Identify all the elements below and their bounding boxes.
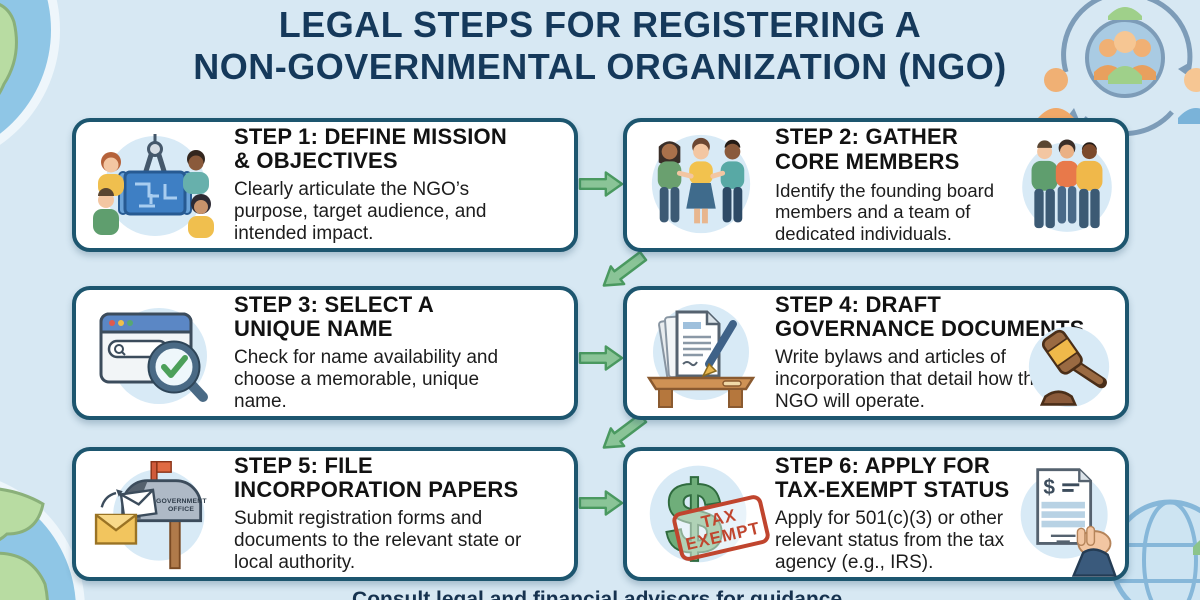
arrow-right-icon [578, 345, 624, 371]
step-description: Submit registration forms and documents … [234, 507, 522, 574]
footer-note: Consult legal and financial advisors for… [352, 588, 848, 600]
page-title: LEGAL STEPS FOR REGISTERING A NON-GOVERN… [0, 4, 1200, 89]
step-title: STEP 5: FILE INCORPORATION PAPERS [234, 452, 519, 503]
page-title-line2: NON-GOVERNMENTAL ORGANIZATION (NGO) [193, 46, 1007, 88]
documents-pen-icon [631, 292, 771, 414]
step-description: Write bylaws and articles of incorporati… [775, 346, 1045, 413]
team-group-icon [1011, 128, 1123, 253]
mailbox-label: GOVERNMENT OFFICE [156, 498, 207, 514]
people-holding-hands-icon [631, 124, 771, 246]
step-title: STEP 1: DEFINE MISSION & OBJECTIVES [234, 123, 507, 174]
browser-search-check-icon [80, 292, 230, 414]
gavel-icon [1021, 318, 1117, 419]
arrow-right-icon [578, 171, 624, 197]
step-description: Identify the founding board members and … [775, 179, 995, 244]
arrow-right-icon [578, 490, 624, 516]
step-card-3: STEP 3: SELECT A UNIQUE NAME Check for n… [72, 286, 578, 420]
arrow-down-left-icon [602, 250, 648, 287]
step-card-2: STEP 2: GATHER CORE MEMBERS Identify the… [623, 118, 1129, 252]
mailbox-icon: GOVERNMENT OFFICE [80, 453, 230, 575]
step-card-6: $ TAX EXEMPT STEP 6: APPLY FOR TAX-EXEMP… [623, 447, 1129, 581]
team-blueprint-compass-icon [80, 124, 230, 246]
step-title: STEP 6: APPLY FOR TAX-EXEMPT STATUS [775, 452, 1010, 503]
step-title: STEP 3: SELECT A UNIQUE NAME [234, 291, 434, 342]
hand-document-icon: $ [1015, 455, 1119, 582]
step-card-4: STEP 4: DRAFT GOVERNANCE DOCUMENTS Write… [623, 286, 1129, 420]
step-description: Clearly articulate the NGO’s purpose, ta… [234, 178, 487, 245]
step-card-1: STEP 1: DEFINE MISSION & OBJECTIVES Clea… [72, 118, 578, 252]
step-description: Check for name availability and choose a… [234, 346, 499, 413]
page-title-line1: LEGAL STEPS FOR REGISTERING A [278, 4, 922, 45]
step-description: Apply for 501(c)(3) or other relevant st… [775, 507, 1005, 574]
step-title: STEP 2: GATHER CORE MEMBERS [775, 124, 960, 175]
step-title: STEP 4: DRAFT GOVERNANCE DOCUMENTS [775, 291, 1085, 342]
dollar-sign-text: $ [666, 463, 722, 572]
document-dollar-text: $ [1043, 476, 1055, 499]
dollar-tax-exempt-icon: $ TAX EXEMPT [631, 453, 772, 575]
step-card-5: GOVERNMENT OFFICE STEP 5: FILE INCORPORA… [72, 447, 578, 581]
